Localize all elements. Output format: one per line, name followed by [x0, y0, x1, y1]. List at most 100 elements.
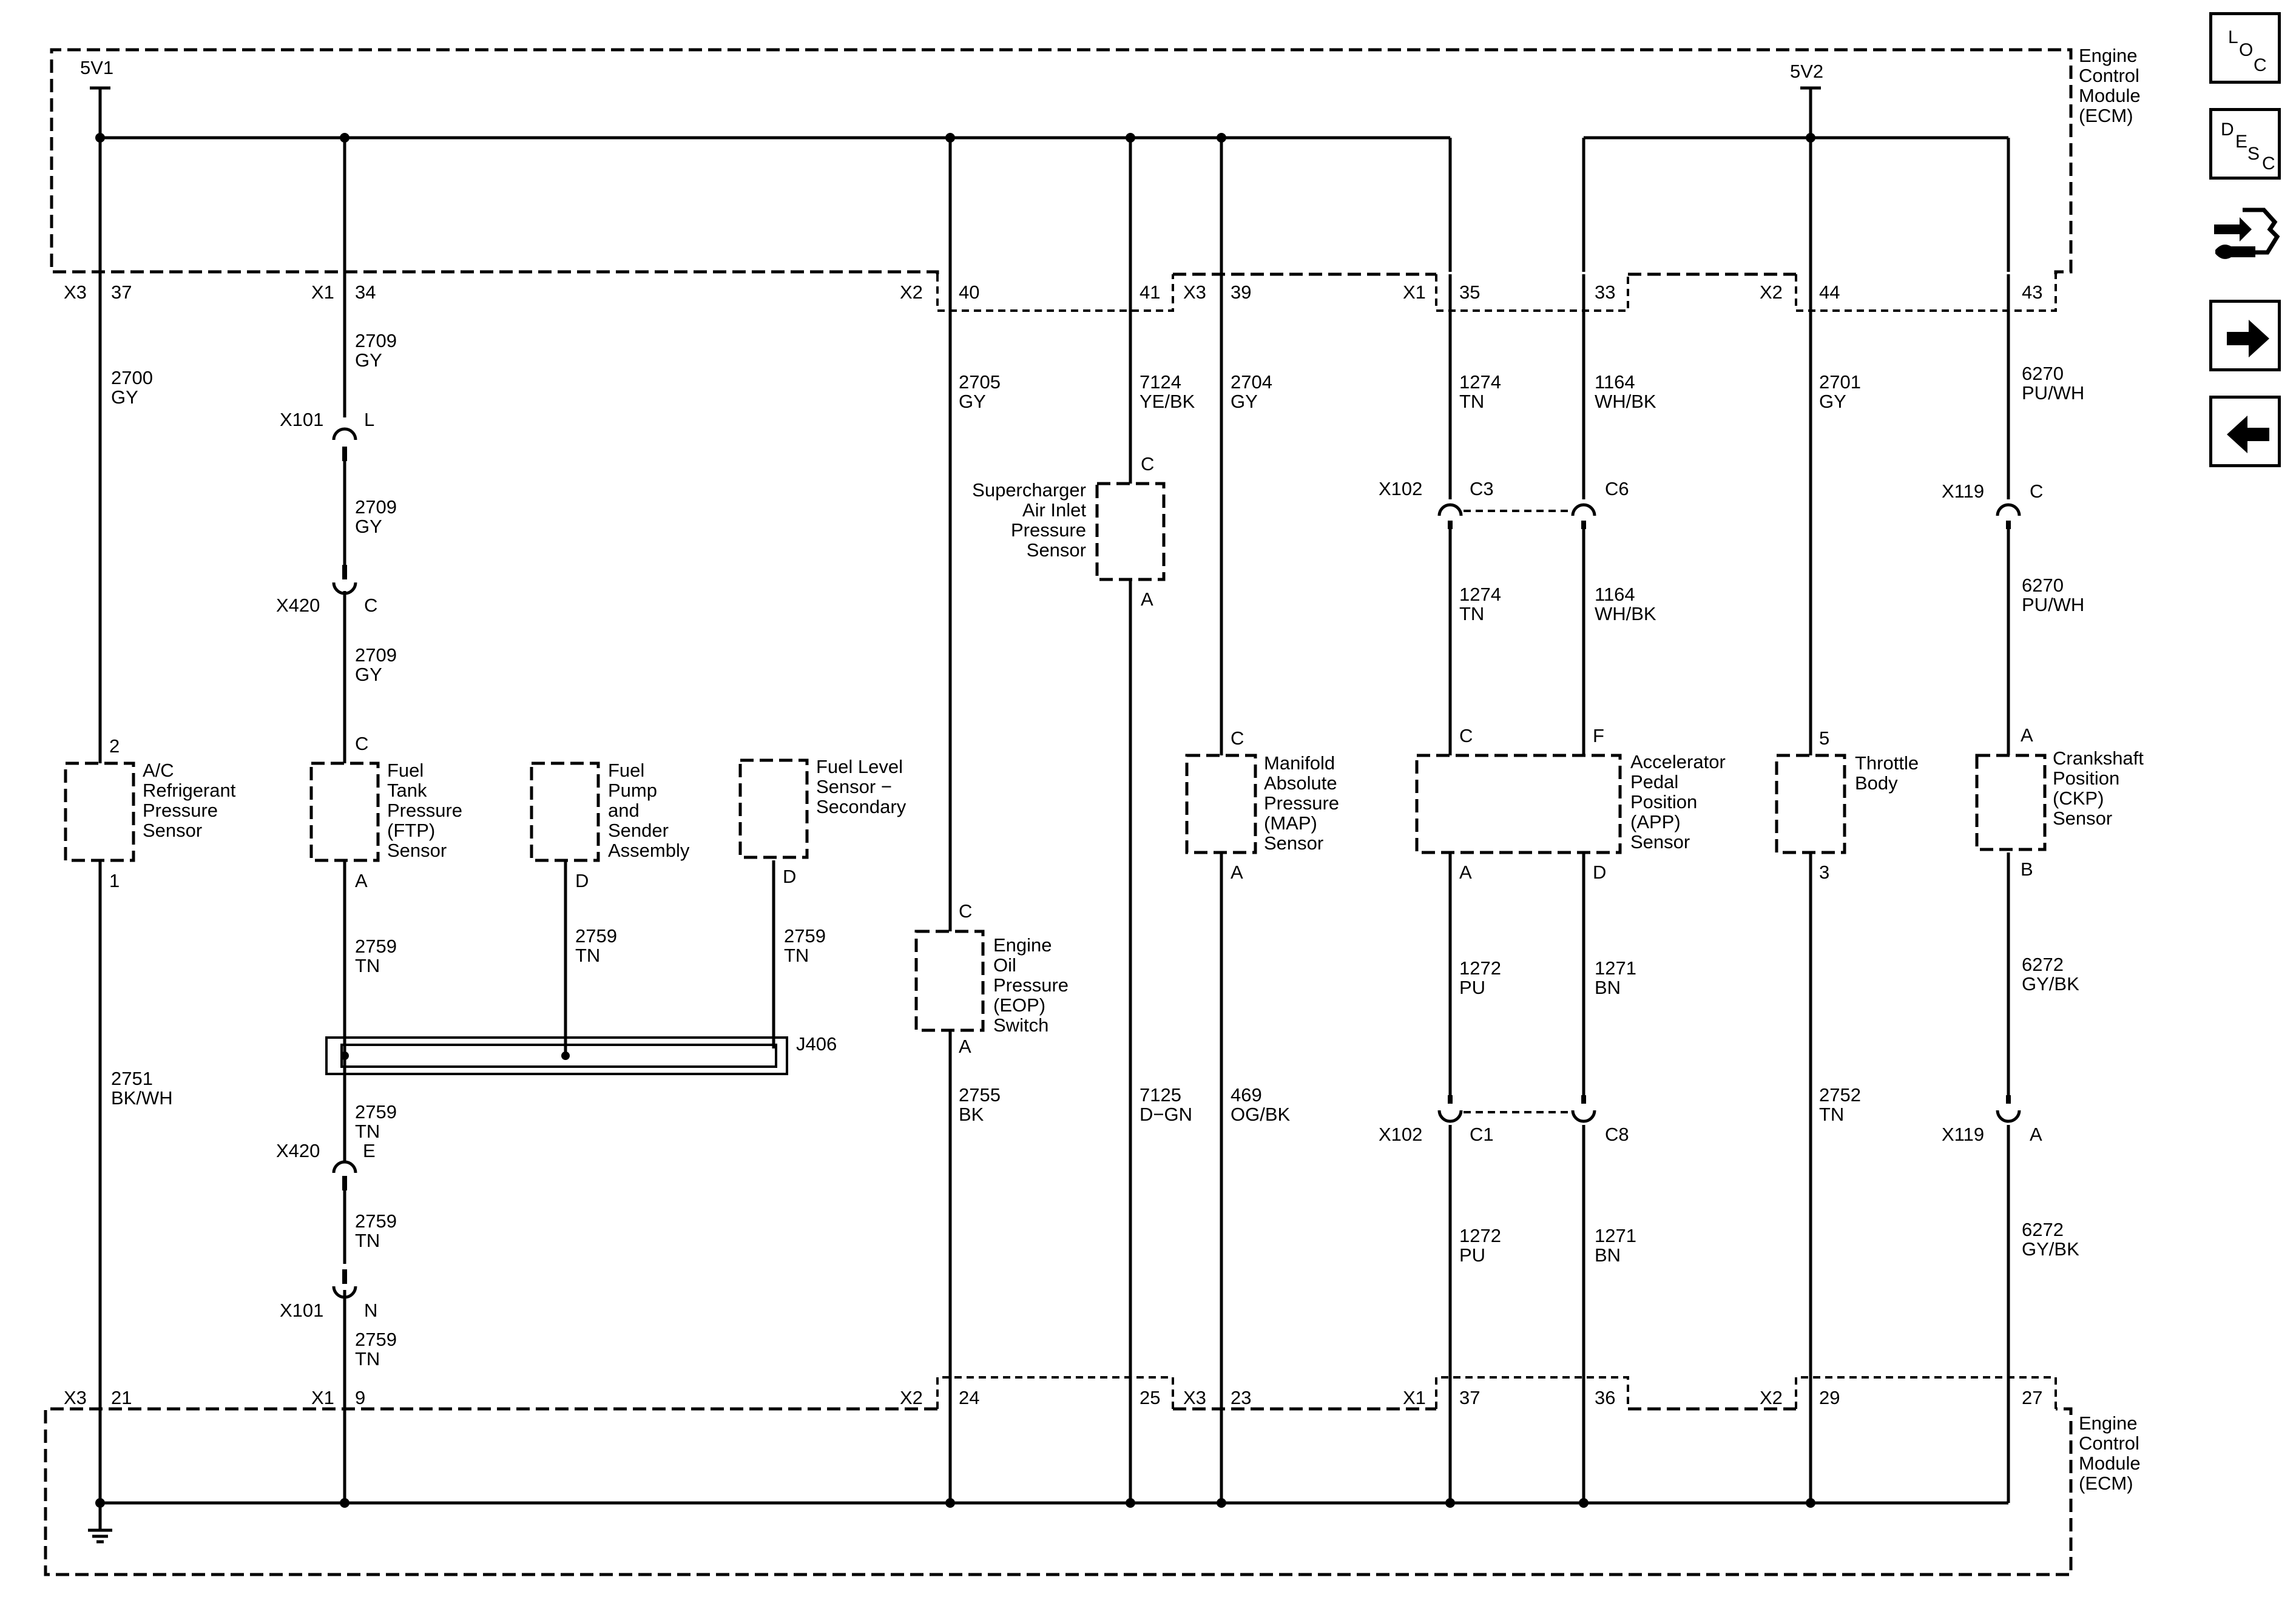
desc-button[interactable]: D E S C: [2209, 108, 2281, 180]
bottom-pin-conn-3: X2: [900, 1387, 923, 1408]
wire-label-circuit-31: 6272: [2022, 1219, 2064, 1240]
next-page-button[interactable]: [2209, 300, 2281, 371]
wire-label-color-7: GY: [1231, 391, 1258, 412]
wire-label-color-21: BK/WH: [111, 1087, 173, 1109]
ecm-top-box: [50, 48, 2073, 274]
svg-text:C: C: [2262, 154, 2275, 174]
comp-8-label-5: Sensor: [1630, 831, 1690, 852]
wire-label-color-29: PU: [1459, 1244, 1485, 1266]
bottom-pin-num-2: 9: [355, 1387, 365, 1408]
wire-label-circuit-3: 2709: [355, 496, 397, 518]
comp-2-label-1: Fuel: [387, 760, 424, 781]
ecm-top-pin-ledge-x1-35-33: [1435, 274, 1629, 312]
splice-j406: [325, 1036, 788, 1075]
inline-conn-pin-10: A: [2030, 1124, 2042, 1145]
comp-1-pin-top: 2: [109, 735, 120, 757]
internal-bus-5v1: [90, 86, 1452, 272]
svg-text:E: E: [2235, 132, 2247, 152]
inline-connector-x119-a: [1996, 1095, 2021, 1123]
svg-text:S: S: [2247, 144, 2260, 164]
comp-8-label-3: Position: [1630, 791, 1697, 812]
top-pin-num-7: 33: [1595, 282, 1615, 303]
top-pin-num-2: 34: [355, 282, 376, 303]
ecm-bottom-label-4: (ECM): [2079, 1473, 2133, 1494]
comp-2-label-2: Tank: [387, 780, 427, 801]
comp-1-label-2: Refrigerant: [143, 780, 236, 801]
wire-label-circuit-12: 1274: [1459, 584, 1501, 605]
wire-label-circuit-30: 1271: [1595, 1225, 1636, 1246]
inline-conn-name-1: X101: [280, 409, 323, 430]
inline-connector-x101-bottom: [332, 1269, 357, 1299]
comp-10-pin-top: 5: [1819, 727, 1829, 749]
wire-label-circuit-15: 2759: [355, 936, 397, 957]
loc-button[interactable]: L O C: [2209, 12, 2281, 84]
comp-2-label-3: Pressure: [387, 800, 462, 821]
wire-label-color-6: YE/BK: [1140, 391, 1195, 412]
comp-7-label-3: Pressure: [1264, 792, 1339, 814]
inline-conn-pin-7: N: [364, 1300, 377, 1321]
comp-11-pin-bottom: B: [2021, 859, 2033, 880]
wire-label-color-3: GY: [355, 516, 382, 537]
wire-label-circuit-28: 2759: [355, 1329, 397, 1350]
wire-label-circuit-9: 1164: [1595, 371, 1635, 393]
inline-conn-pin-2: C: [364, 595, 377, 616]
bottom-pin-num-4: 25: [1140, 1387, 1160, 1408]
ecm-bottom-label-2: Control: [2079, 1433, 2139, 1454]
comp-5-pin-bottom: A: [1141, 589, 1153, 610]
wire-label-color-30: BN: [1595, 1244, 1621, 1266]
comp-1-label-4: Sensor: [143, 820, 202, 841]
comp-1-label-3: Pressure: [143, 800, 218, 821]
wire-label-circuit-4: 2709: [355, 644, 397, 666]
wire-label-circuit-1: 2700: [111, 367, 153, 388]
comp-3-label-4: Sender: [608, 820, 669, 841]
throttle-body-box: [1775, 754, 1846, 854]
fuel-pump-sender-assembly-box: [530, 761, 600, 862]
wire-label-color-22: BK: [959, 1104, 984, 1125]
wire-label-circuit-22: 2755: [959, 1084, 1001, 1106]
comp-7-pin-bottom: A: [1231, 862, 1243, 883]
comp-7-label-1: Manifold: [1264, 752, 1335, 774]
top-pin-num-9: 43: [2022, 282, 2042, 303]
inline-connector-x119-c: [1996, 503, 2021, 529]
comp-2-label-4: (FTP): [387, 820, 435, 841]
internal-bus-5v2: [1582, 86, 2010, 272]
ecm-top-label-3: Module: [2079, 85, 2141, 106]
connector-view-button[interactable]: [2209, 200, 2281, 272]
top-pin-conn-6: X1: [1403, 282, 1426, 303]
wire-label-color-2: GY: [355, 349, 382, 371]
comp-3-label-3: and: [608, 800, 640, 821]
comp-11-label-4: Sensor: [2053, 808, 2112, 829]
fuel-level-sensor-secondary-box: [738, 758, 809, 859]
wire-label-circuit-16: 2759: [575, 925, 617, 947]
right-arrow-icon: [2227, 320, 2269, 357]
ecm-bottom-label-1: Engine: [2079, 1413, 2138, 1434]
wire-label-circuit-18: 1272: [1459, 957, 1501, 979]
comp-2-pin-bottom: A: [355, 870, 368, 891]
inline-conn-name-7: X101: [280, 1300, 323, 1321]
bottom-pin-conn-1: X3: [64, 1387, 87, 1408]
previous-page-button[interactable]: [2209, 396, 2281, 467]
desc-icon: D E S C: [2221, 120, 2275, 174]
inline-connector-x420-top: [332, 565, 357, 595]
inline-conn-pin-4: C6: [1605, 478, 1629, 499]
bottom-pin-num-6: 37: [1459, 1387, 1480, 1408]
top-pin-num-5: 39: [1231, 282, 1251, 303]
power-label-5v1: 5V1: [80, 57, 113, 78]
comp-4-label-2: Sensor −: [816, 776, 892, 797]
comp-6-label-3: Pressure: [993, 974, 1069, 996]
wire-label-circuit-7: 2704: [1231, 371, 1272, 393]
inline-connector-x102-c8: [1571, 1095, 1596, 1123]
comp-3-label-5: Assembly: [608, 840, 690, 861]
wire-label-circuit-10: 2701: [1819, 371, 1861, 393]
ecm-top-pin-ledge-x2-44-43: [1795, 274, 2057, 312]
inline-connector-x102-c6: [1571, 503, 1596, 529]
wire-label-circuit-2: 2709: [355, 330, 397, 351]
power-label-5v2: 5V2: [1790, 61, 1823, 82]
comp-6-label-2: Oil: [993, 954, 1016, 976]
svg-text:L: L: [2228, 27, 2238, 47]
ground-symbol: [88, 1503, 112, 1544]
inline-conn-pin-1: L: [364, 409, 374, 430]
wire-label-color-18: PU: [1459, 977, 1485, 998]
wire-label-color-23: D−GN: [1140, 1104, 1192, 1125]
wire-label-color-27: TN: [355, 1230, 380, 1251]
